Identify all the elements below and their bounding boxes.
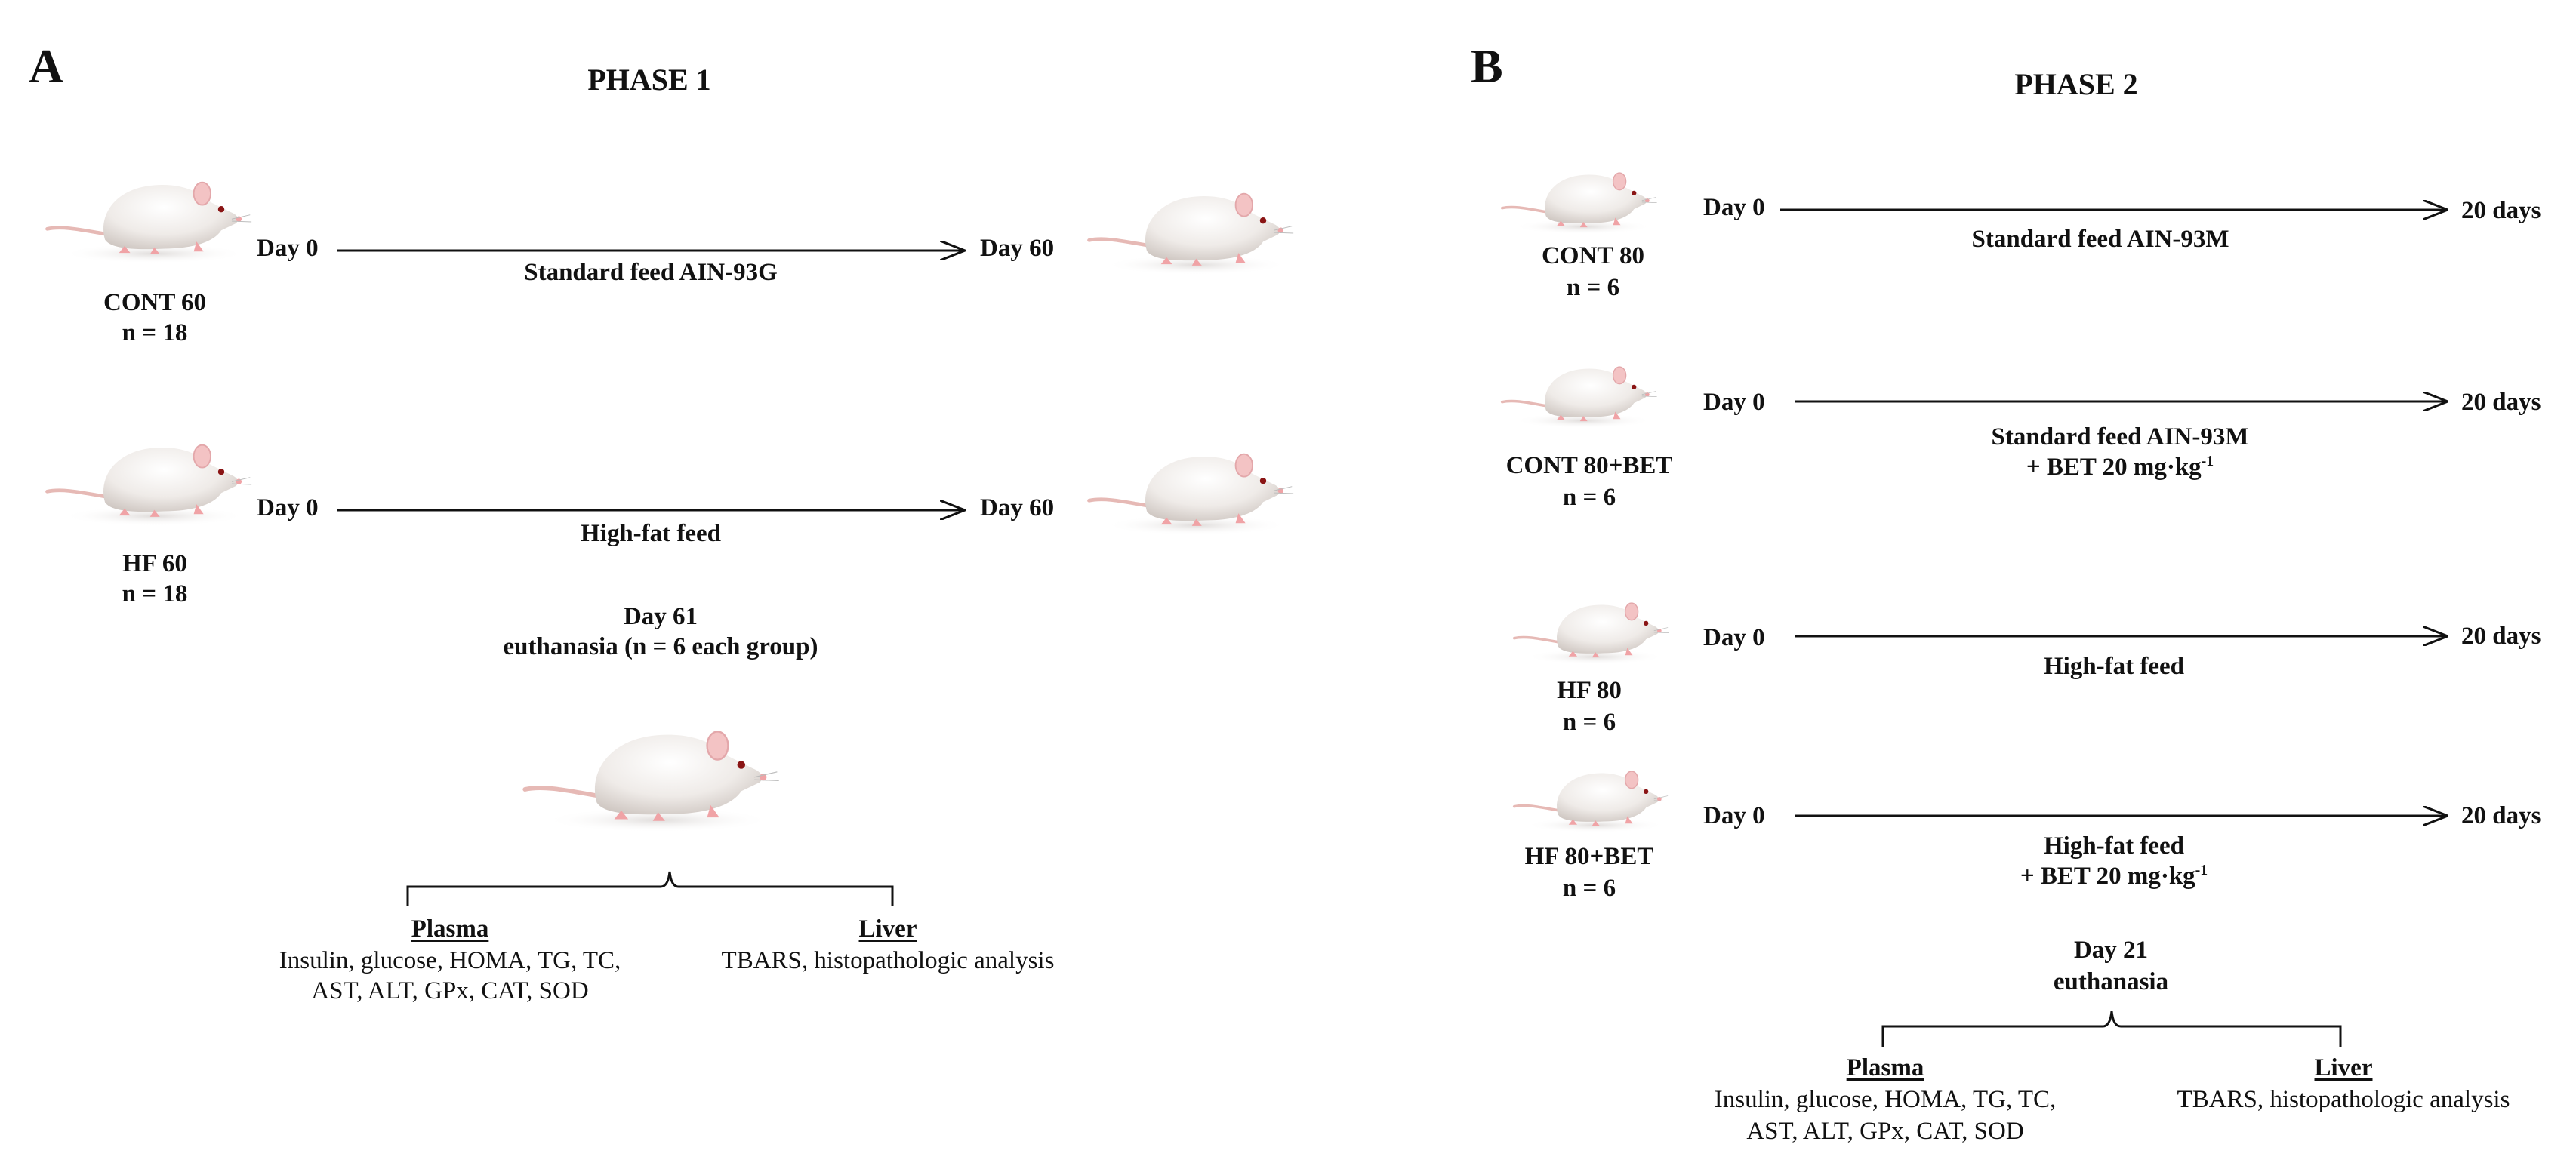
euthanasia-day: Day 21 [2073, 937, 2149, 964]
group-name: HF 80+BET [1524, 843, 1654, 870]
group-n: n = 18 [122, 580, 188, 608]
feed-label: High-fat feed [2043, 832, 2185, 860]
feed-dose-label: + BET 20 mg·kg-1 [2020, 860, 2208, 893]
rat-icon [1080, 170, 1299, 275]
group-n: n = 6 [1562, 484, 1616, 511]
group-name: HF 80 [1557, 677, 1622, 704]
curly-brace-icon [406, 871, 894, 906]
plasma-line-2: AST, ALT, GPx, CAT, SOD [311, 977, 589, 1004]
feed-label: Standard feed AIN-93G [524, 259, 778, 286]
group-n: n = 6 [1562, 709, 1616, 736]
plasma-title: Plasma [411, 915, 489, 943]
group-name: HF 60 [122, 550, 187, 577]
rat-icon [38, 158, 257, 264]
phase-title-b: PHASE 2 [2014, 67, 2138, 101]
day-start-label: Day 0 [1703, 194, 1765, 221]
group-name: CONT 60 [103, 289, 206, 316]
dose-exponent: -1 [2201, 453, 2214, 469]
curly-brace-icon [1881, 1011, 2342, 1047]
feed-label: Standard feed AIN-93M [1971, 226, 2229, 253]
feed-label: Standard feed AIN-93M [1991, 423, 2249, 451]
plasma-line-2: AST, ALT, GPx, CAT, SOD [1746, 1118, 2024, 1145]
plasma-title: Plasma [1846, 1054, 1924, 1081]
feed-label: High-fat feed [2043, 653, 2185, 680]
group-name: CONT 80+BET [1505, 452, 1673, 479]
liver-line-1: TBARS, histopathologic analysis [2177, 1086, 2510, 1113]
phase-title-a: PHASE 1 [587, 63, 711, 97]
day-end-label: Day 60 [980, 235, 1055, 262]
rat-icon [38, 421, 257, 527]
rat-icon [1512, 770, 1671, 835]
euthanasia-text: euthanasia [2053, 968, 2169, 995]
group-name: CONT 80 [1542, 242, 1644, 269]
day-end-label: Day 60 [980, 494, 1055, 521]
feed-label: High-fat feed [580, 520, 722, 547]
rat-icon [513, 702, 785, 833]
rat-icon [1080, 430, 1299, 536]
rat-icon [1500, 365, 1659, 430]
group-n: n = 18 [122, 319, 188, 346]
dose-exponent: -1 [2195, 862, 2208, 878]
feed-dose-label: + BET 20 mg·kg-1 [2026, 451, 2214, 484]
day-end-label: 20 days [2461, 389, 2541, 416]
day-start-label: Day 0 [1703, 389, 1765, 416]
day-end-label: 20 days [2461, 623, 2541, 650]
euthanasia-day: Day 61 [623, 603, 698, 630]
liver-title: Liver [858, 915, 917, 943]
plasma-line-1: Insulin, glucose, HOMA, TG, TC, [279, 947, 621, 974]
rat-icon [1500, 171, 1659, 236]
group-n: n = 6 [1562, 875, 1616, 902]
group-n: n = 6 [1566, 274, 1620, 301]
day-start-label: Day 0 [257, 494, 319, 521]
panel-letter-a: A [29, 39, 64, 93]
day-start-label: Day 0 [1703, 624, 1765, 651]
dose-text: + BET 20 mg·kg [2020, 863, 2195, 890]
euthanasia-text: euthanasia (n = 6 each group) [503, 633, 818, 660]
day-start-label: Day 0 [257, 235, 319, 262]
dose-text: + BET 20 mg·kg [2026, 454, 2202, 481]
rat-icon [1512, 601, 1671, 666]
liver-line-1: TBARS, histopathologic analysis [721, 947, 1055, 974]
day-start-label: Day 0 [1703, 802, 1765, 829]
liver-title: Liver [2314, 1054, 2373, 1081]
day-end-label: 20 days [2461, 197, 2541, 224]
panel-letter-b: B [1471, 39, 1503, 93]
day-end-label: 20 days [2461, 802, 2541, 829]
plasma-line-1: Insulin, glucose, HOMA, TG, TC, [1714, 1086, 2057, 1113]
